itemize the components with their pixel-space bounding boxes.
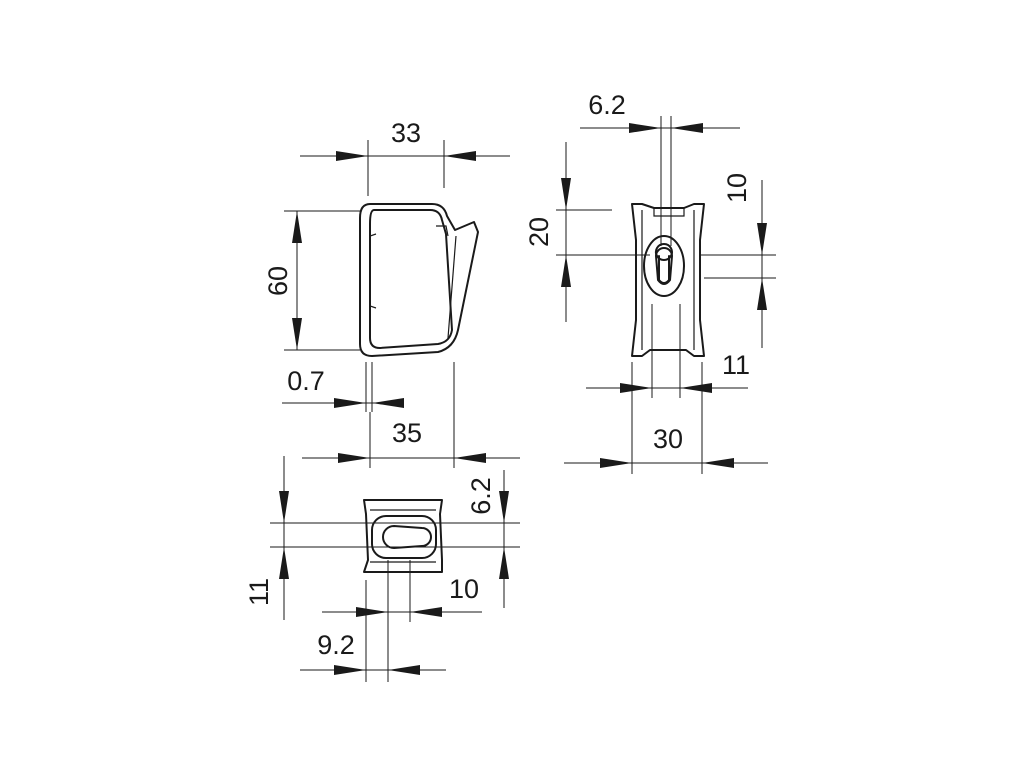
dimension-front-slot-width: 6.2 <box>580 90 740 246</box>
dimension-label-side-overall: 35 <box>392 418 422 448</box>
bottom-view-keyhole-surround <box>371 515 437 559</box>
dimension-label-bottom-hole-offset: 11 <box>244 578 274 606</box>
dimension-side-thickness: 0.7 <box>282 362 404 412</box>
bottom-view-keyhole-icon <box>382 525 432 549</box>
side-view-inner-lip <box>369 233 377 309</box>
dimension-front-width: 30 <box>564 362 768 474</box>
dimension-front-slot-offset: 20 <box>524 142 650 322</box>
dimension-label-front-hole-height: 10 <box>722 173 752 203</box>
dimension-label-side-width: 33 <box>391 118 421 148</box>
side-view-outline <box>359 203 479 357</box>
front-view-keyhole-surround <box>643 235 685 297</box>
dimension-front-hole-offset: 11 <box>586 350 750 393</box>
front-view-keyhole-slot <box>655 247 673 285</box>
side-view-clip-tab <box>436 225 449 237</box>
dimension-label-front-slot-offset: 20 <box>524 217 554 247</box>
dimension-side-width: 33 <box>300 118 510 196</box>
dimension-label-bottom-hole-width: 10 <box>449 574 479 604</box>
dimension-bottom-hole-width: 10 <box>322 560 482 682</box>
dimension-label-side-thickness: 0.7 <box>287 366 325 396</box>
dimension-bottom-slot-width: 6.2 <box>270 470 520 608</box>
side-view-clip-edge <box>447 235 457 339</box>
dimension-label-bottom-edge-offset: 9.2 <box>317 630 355 660</box>
front-view-top-flange <box>653 208 685 217</box>
dimension-label-side-height: 60 <box>263 266 293 296</box>
dimension-bottom-edge-offset: 9.2 <box>300 580 446 682</box>
dimension-label-front-hole-offset: 11 <box>722 350 750 380</box>
bottom-view: 6.2 11 10 9.2 <box>244 456 520 682</box>
bottom-view-outline <box>363 499 443 573</box>
dimension-bottom-hole-offset: 11 <box>244 456 289 620</box>
front-view-outline <box>631 203 705 357</box>
dimension-side-overall: 35 <box>302 362 520 468</box>
dimension-label-front-width: 30 <box>653 424 683 454</box>
side-view-inner-outline <box>369 209 453 349</box>
side-view: 33 60 0.7 35 <box>263 118 520 468</box>
dimension-label-bottom-slot-width: 6.2 <box>466 477 496 515</box>
dimension-label-front-slot-width: 6.2 <box>588 90 626 120</box>
dimension-front-hole-height: 10 <box>700 173 776 348</box>
front-view: 6.2 20 10 11 <box>524 90 776 474</box>
dimension-side-height: 60 <box>263 210 360 351</box>
